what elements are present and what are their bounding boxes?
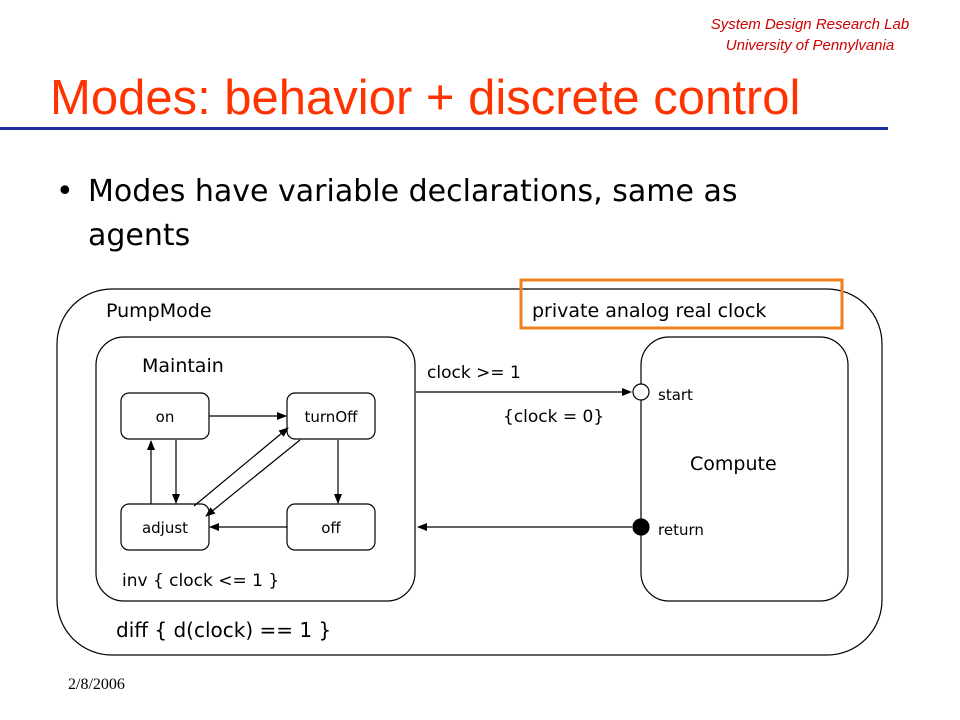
maintain-label: Maintain [142, 355, 224, 377]
compute-label: Compute [690, 453, 777, 475]
return-point-icon [632, 518, 650, 536]
arrow-turnoff-to-adjust [205, 439, 301, 517]
lab-name: System Design Research Lab [710, 16, 910, 33]
university-name: University of Pennylvania [725, 37, 895, 54]
bullet-dot-icon: • [56, 174, 74, 209]
maintain-box [95, 336, 416, 602]
update-label: {clock = 0} [503, 407, 604, 427]
pumpmode-label: PumpMode [106, 300, 212, 322]
title-underline [0, 127, 888, 130]
declaration-highlight-box [519, 278, 844, 330]
declaration-text: private analog real clock [532, 300, 766, 322]
arrow-adjust-to-turnoff [193, 427, 289, 507]
start-point-icon [632, 383, 650, 401]
state-off-label: off [321, 519, 341, 537]
state-turnoff [286, 392, 376, 440]
bullet-text: Modes have variable declarations, same a… [88, 174, 738, 253]
lab-affiliation: System Design Research Lab University of… [680, 14, 940, 56]
slide-title: Modes: behavior + discrete control [50, 71, 801, 125]
return-label: return [658, 521, 704, 539]
start-label: start [658, 386, 693, 404]
bullet-item: • Modes have variable declarations, same… [56, 170, 856, 258]
state-turnoff-label: turnOff [305, 408, 359, 426]
pumpmode-box [56, 288, 883, 656]
invariant-label: inv { clock <= 1 } [122, 571, 279, 591]
differential-label: diff { d(clock) == 1 } [116, 618, 331, 642]
compute-box [640, 336, 849, 602]
guard-label: clock >= 1 [427, 363, 521, 383]
state-on-label: on [156, 408, 175, 426]
state-adjust-label: adjust [142, 519, 188, 537]
slide-date: 2/8/2006 [68, 676, 125, 693]
